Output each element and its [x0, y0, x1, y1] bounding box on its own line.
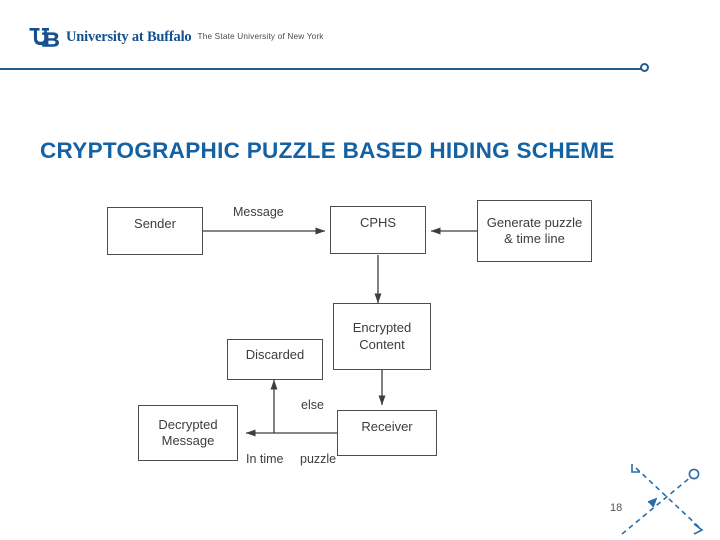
node-receiver: Receiver	[337, 410, 437, 456]
node-decrypted-message: Decrypted Message	[138, 405, 238, 461]
node-generate-puzzle-label-line1: Generate puzzle	[486, 214, 583, 230]
page-number: 18	[610, 502, 623, 514]
node-sender-label: Sender	[134, 216, 176, 231]
ub-monogram-icon	[28, 26, 60, 48]
node-decrypted-message-label-line2: Message	[161, 433, 215, 448]
logo-wordmark: University at Buffalo	[66, 28, 192, 45]
university-logo: University at Buffalo The State Universi…	[28, 26, 324, 48]
node-generate-puzzle-label-line2: & time line	[504, 231, 565, 246]
node-encrypted-content-label-line2: Content	[359, 336, 405, 352]
node-receiver-label: Receiver	[361, 419, 413, 434]
node-generate-puzzle: Generate puzzle & time line	[477, 200, 592, 262]
page-title: CRYPTOGRAPHIC PUZZLE BASED HIDING SCHEME	[40, 138, 615, 163]
logo-tagline: The State University of New York	[197, 32, 324, 41]
header-divider	[0, 68, 646, 70]
edge-label-else: else	[301, 398, 324, 412]
edge-label-in-time: In time	[246, 452, 284, 466]
edge-label-message: Message	[233, 205, 284, 219]
node-cphs-label: CPHS	[359, 215, 397, 230]
node-discarded-label: Discarded	[245, 347, 305, 362]
node-encrypted-content-label-line1: Encrypted	[352, 320, 412, 336]
node-discarded: Discarded	[227, 339, 323, 380]
edge-label-puzzle: puzzle	[300, 452, 337, 466]
node-sender: Sender	[107, 207, 203, 255]
node-cphs: CPHS	[330, 206, 426, 254]
node-encrypted-content: Encrypted Content	[333, 303, 431, 370]
header-divider-dot-icon	[640, 63, 649, 72]
node-decrypted-message-label-line1: Decrypted	[158, 416, 218, 432]
corner-decoration-graphic	[621, 464, 704, 535]
